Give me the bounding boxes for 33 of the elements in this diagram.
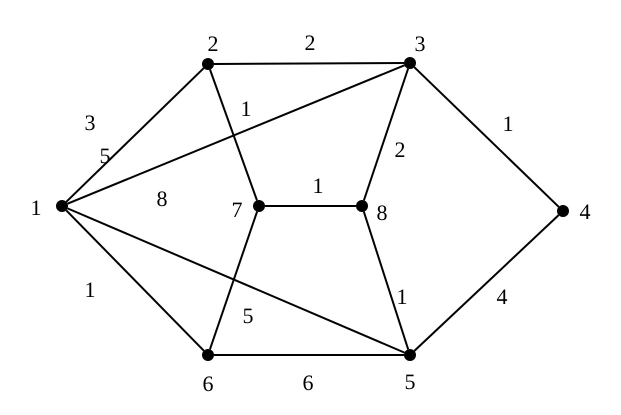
edge-line — [414, 66, 560, 208]
vertex-label: 3 — [414, 33, 426, 55]
edge-weight: 1 — [240, 98, 252, 120]
vertex-label: 1 — [30, 197, 42, 219]
edge-line — [214, 354, 404, 356]
vertex-label: 7 — [232, 199, 242, 221]
edge-weight: 1 — [84, 279, 96, 301]
vertex-label: 2 — [208, 33, 218, 55]
edge-line — [265, 205, 356, 207]
vertex-label: 5 — [404, 371, 416, 393]
vertex-label: 6 — [202, 373, 214, 395]
edge-line — [65, 210, 205, 352]
edge-line — [67, 207, 405, 354]
edge-line — [214, 62, 404, 65]
edge-weight: 5 — [242, 305, 254, 327]
edge-weight: 4 — [496, 286, 508, 308]
edge-weight: 3 — [84, 112, 96, 134]
edge-line — [209, 211, 258, 350]
edge-weight: 2 — [304, 32, 316, 54]
edge-line — [414, 214, 560, 352]
edge-weight: 1 — [312, 175, 324, 197]
edge-line — [362, 68, 410, 201]
edge-weight: 8 — [156, 188, 168, 210]
edge-weight: 1 — [502, 113, 514, 135]
edge-line — [362, 211, 410, 350]
vertex-label: 8 — [376, 202, 388, 224]
vertex-label: 4 — [580, 201, 590, 223]
edge-weight: 1 — [396, 286, 408, 308]
edge-line — [209, 69, 258, 201]
edge-weight: 6 — [302, 372, 314, 394]
edge-weight: 2 — [394, 139, 406, 161]
edge-line — [67, 64, 405, 205]
edge-line — [66, 67, 204, 203]
